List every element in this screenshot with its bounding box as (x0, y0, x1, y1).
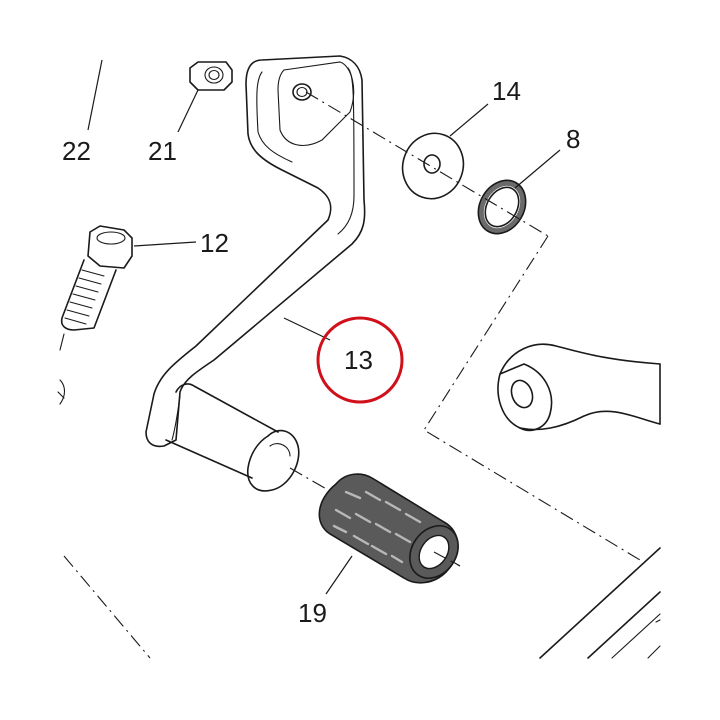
callout-21[interactable]: 21 (148, 136, 177, 166)
callout-13[interactable]: 13 (344, 345, 373, 375)
leader-19 (325, 555, 353, 595)
frame-rail-fragment (539, 547, 661, 659)
part-12-bolt: 12 (60, 225, 229, 331)
part-19-rubber-cover: 19 (298, 473, 461, 628)
leader-14 (449, 103, 489, 137)
leader-13 (283, 317, 331, 341)
callout-8[interactable]: 8 (566, 124, 580, 154)
highlight-ring-13: 13 (316, 316, 404, 404)
leader-12 (133, 241, 197, 247)
part-22-group: 22 (62, 59, 103, 166)
callout-22[interactable]: 22 (62, 136, 91, 166)
callout-14[interactable]: 14 (492, 76, 521, 106)
part-13-pedal-lever (145, 55, 366, 492)
part-14-washer: 14 (401, 76, 521, 200)
part-21-nut: 21 (148, 61, 233, 166)
leader-22 (87, 59, 103, 131)
leader-21 (177, 89, 199, 133)
leader-8 (514, 149, 561, 189)
callout-19[interactable]: 19 (298, 598, 327, 628)
callout-12[interactable]: 12 (200, 228, 229, 258)
assembly-centerlines (63, 91, 641, 659)
mating-lever-fragment (497, 343, 661, 432)
frame-fragment-left (57, 333, 66, 405)
part-8-seal: 8 (477, 124, 580, 235)
